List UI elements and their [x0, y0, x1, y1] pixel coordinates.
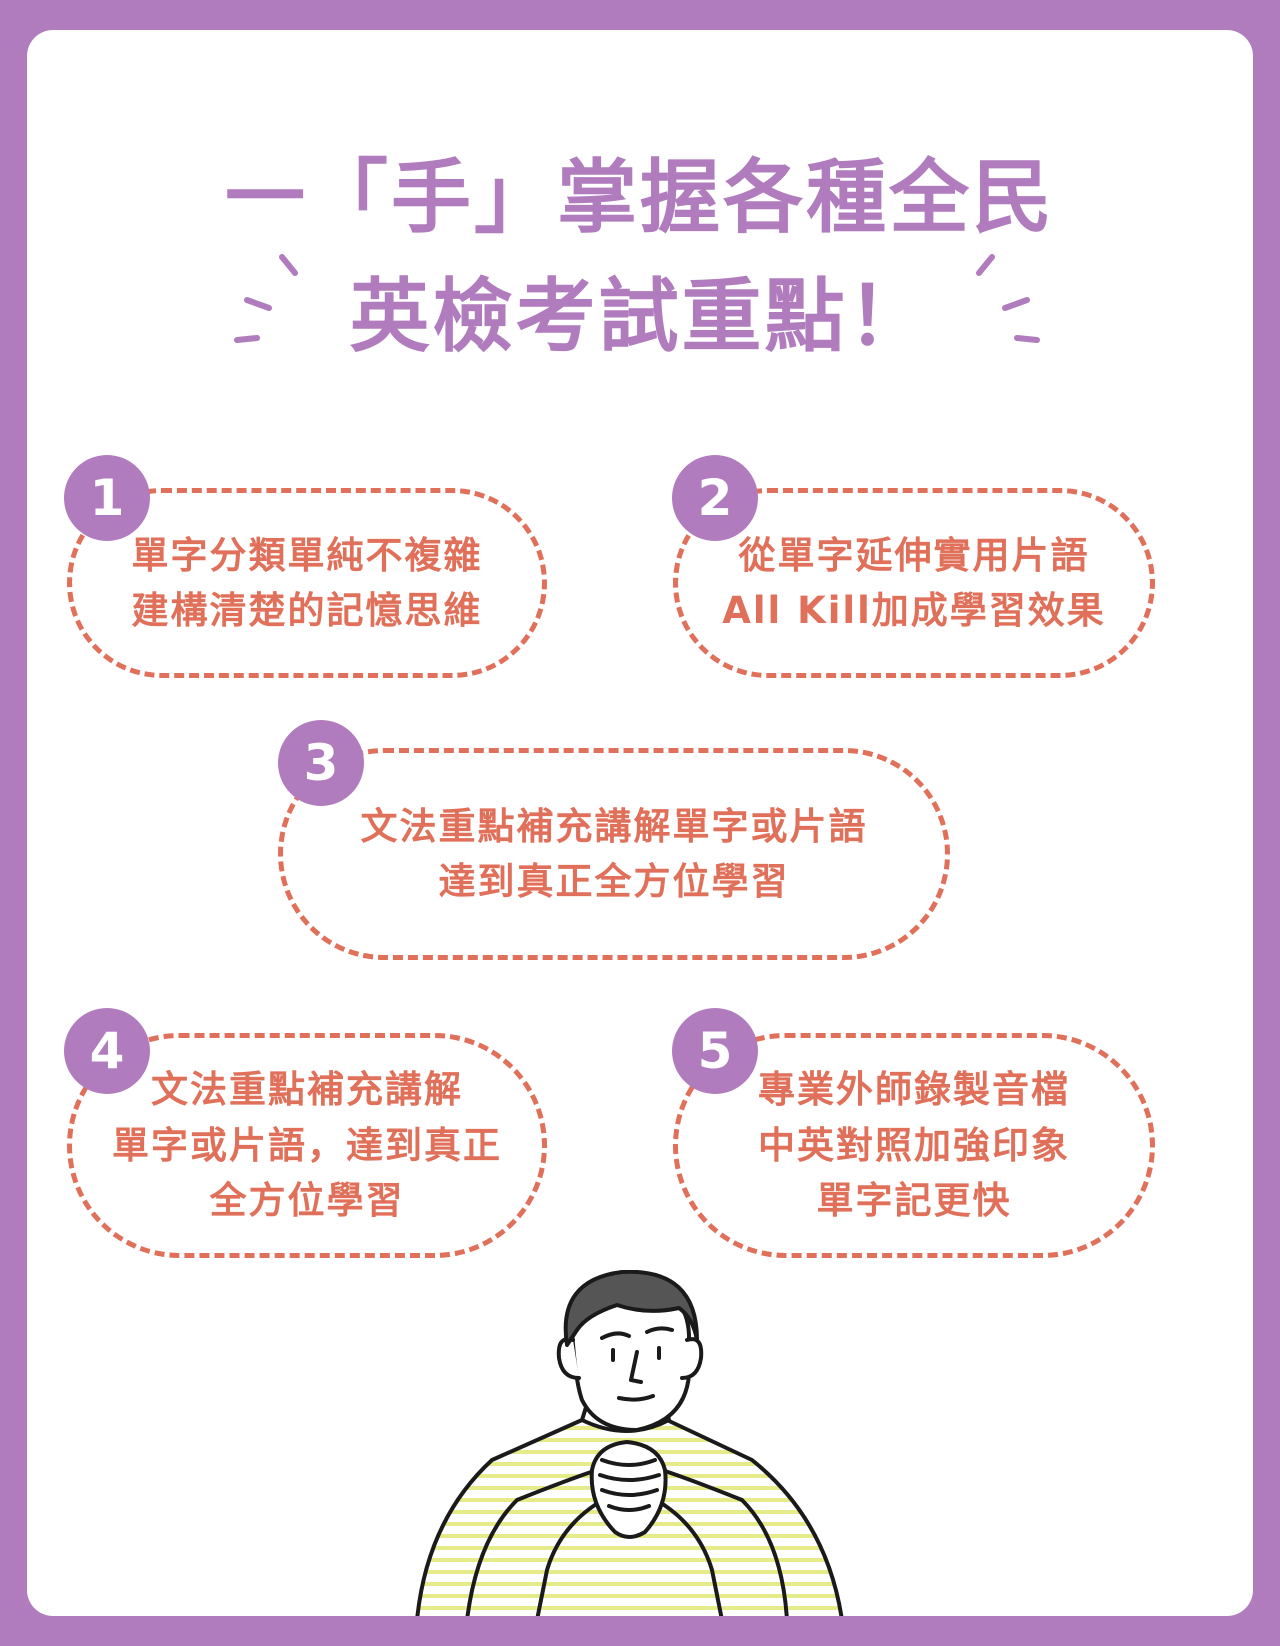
point-3-line-1: 文法重點補充講解單字或片語: [360, 804, 868, 848]
thinking-man-illustration: [415, 1270, 844, 1616]
point-5-line-1: 專業外師錄製音檔: [758, 1068, 1070, 1112]
point-2-line-1: 從單字延伸實用片語: [738, 533, 1090, 577]
headline-line-2: 英檢考試重點！: [349, 270, 931, 363]
point-5-line-3: 單字記更快: [816, 1179, 1012, 1223]
point-3-line-2: 達到真正全方位學習: [438, 860, 790, 903]
point-5-line-2: 中英對照加強印象: [758, 1123, 1070, 1167]
point-1-number-badge: 1: [64, 455, 150, 541]
point-3-number-badge: 3: [278, 720, 364, 806]
point-2-line-2: All Kill加成學習效果: [722, 589, 1106, 632]
point-4-bubble: 文法重點補充講解 單字或片語，達到真正 全方位學習: [67, 1033, 547, 1258]
headline-line-1: 一「手」掌握各種全民: [225, 151, 1055, 244]
point-1-line-1: 單字分類單純不複雜: [131, 533, 483, 577]
sparkle-left-decoration: [234, 254, 298, 343]
point-5-number-badge: 5: [672, 1008, 758, 1094]
point-4-line-3: 全方位學習: [209, 1179, 405, 1223]
point-4-number-badge: 4: [64, 1008, 150, 1094]
sparkle-right-decoration: [976, 254, 1040, 343]
content-card: 一「手」掌握各種全民 英檢考試重點！ 單字分類單純不複雜 建構清楚的記憶思維 1…: [27, 30, 1253, 1616]
point-1-line-2: 建構清楚的記憶思維: [131, 589, 483, 632]
point-4-line-2: 單字或片語，達到真正: [112, 1123, 502, 1167]
point-2-bubble: 從單字延伸實用片語 All Kill加成學習效果: [673, 488, 1155, 678]
point-5-bubble: 專業外師錄製音檔 中英對照加強印象 單字記更快: [673, 1033, 1155, 1258]
point-2-number-badge: 2: [672, 455, 758, 541]
point-1-bubble: 單字分類單純不複雜 建構清楚的記憶思維: [67, 488, 547, 678]
point-4-line-1: 文法重點補充講解: [151, 1068, 463, 1112]
point-3-bubble: 文法重點補充講解單字或片語 達到真正全方位學習: [278, 748, 950, 960]
